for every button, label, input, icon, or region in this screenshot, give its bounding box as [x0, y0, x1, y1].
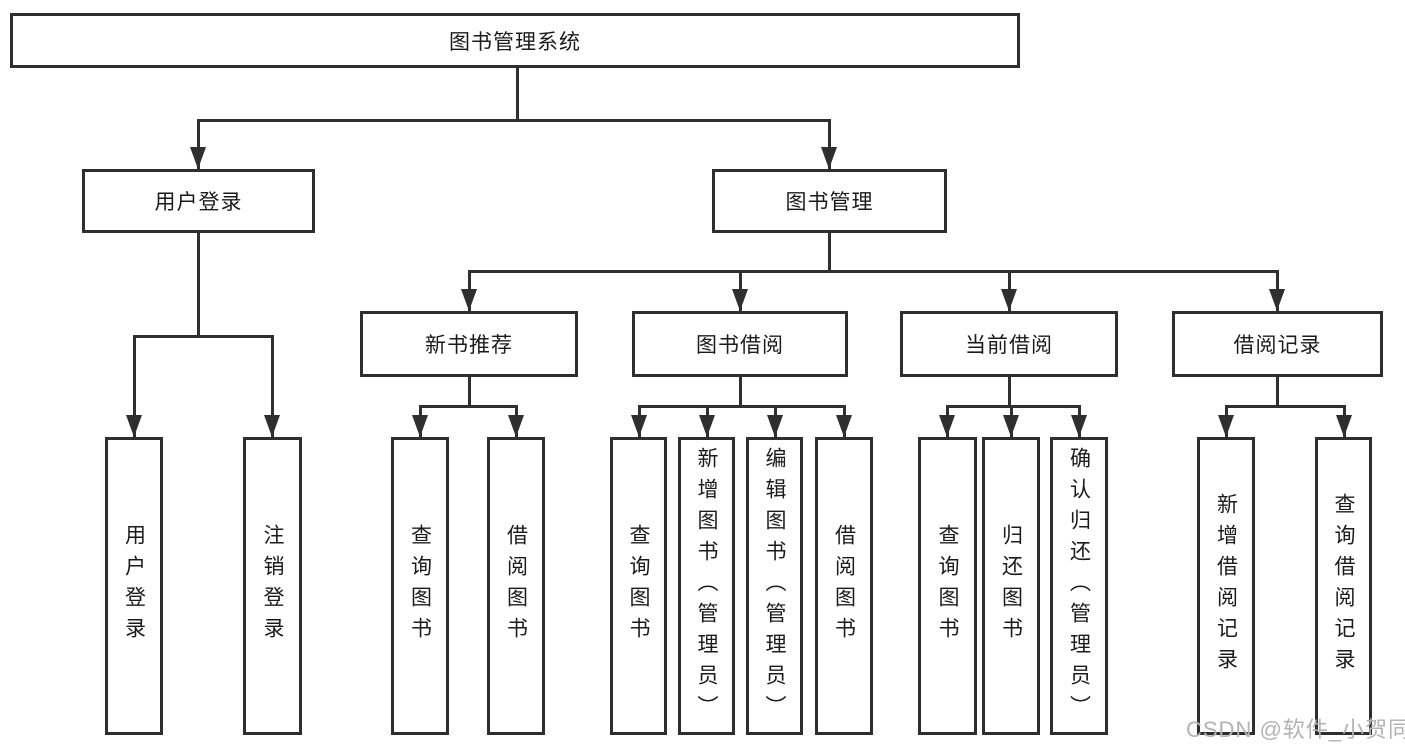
node-borrowing-records: 借阅记录 [1172, 311, 1383, 377]
connector-line [1276, 377, 1279, 407]
node-label: 新书推荐 [425, 334, 513, 357]
node-label: 借阅图书 [504, 524, 528, 648]
leaf-borrow-books: 借阅图书 [815, 437, 873, 735]
arrow-down-icon [767, 415, 783, 437]
node-label: 图书借阅 [696, 334, 784, 357]
arrow-down-icon [1001, 289, 1017, 311]
node-label: 当前借阅 [965, 334, 1053, 357]
arrow-down-icon [836, 415, 852, 437]
arrow-down-icon [1269, 289, 1285, 311]
arrow-down-icon [1071, 415, 1087, 437]
leaf-query-books-recommend: 查询图书 [391, 437, 449, 735]
connector-line [1225, 405, 1345, 408]
node-label: 确认归还（管理员） [1067, 446, 1091, 726]
connector-line [133, 335, 136, 437]
arrow-down-icon [821, 147, 837, 169]
node-book-management: 图书管理 [712, 169, 947, 233]
node-label: 新增借阅记录 [1214, 493, 1238, 679]
arrow-down-icon [631, 415, 647, 437]
node-label: 图书管理系统 [449, 30, 581, 54]
watermark-text: CSDN @软件_小贺同学 [1186, 717, 1405, 742]
connector-line [1008, 377, 1011, 407]
arrow-down-icon [461, 289, 477, 311]
connector-line [197, 233, 200, 337]
connector-line [828, 119, 831, 169]
arrow-down-icon [699, 415, 715, 437]
connector-line [828, 233, 831, 272]
leaf-borrow-books-recommend: 借阅图书 [487, 437, 545, 735]
arrow-down-icon [412, 415, 428, 437]
arrow-down-icon [1336, 415, 1352, 437]
node-label: 图书管理 [785, 191, 874, 214]
node-book-borrowing: 图书借阅 [632, 311, 848, 377]
leaf-user-login: 用户登录 [105, 437, 163, 735]
leaf-edit-books-admin: 编辑图书（管理员） [746, 437, 803, 735]
leaf-return-books: 归还图书 [982, 437, 1040, 735]
leaf-add-borrow-record: 新增借阅记录 [1197, 437, 1255, 735]
node-label: 归还图书 [999, 524, 1023, 648]
node-library-system: 图书管理系统 [10, 13, 1020, 68]
connector-line [197, 119, 200, 169]
arrow-down-icon [126, 415, 142, 437]
arrow-down-icon [939, 415, 955, 437]
arrow-down-icon [508, 415, 524, 437]
leaf-add-books-admin: 新增图书（管理员） [678, 437, 735, 735]
connector-line [468, 270, 1279, 273]
connector-line [133, 335, 274, 338]
node-label: 编辑图书（管理员） [763, 446, 786, 726]
node-label: 查询图书 [936, 524, 959, 648]
connector-line [739, 377, 742, 407]
node-label: 查询借阅记录 [1332, 493, 1355, 679]
node-label: 借阅记录 [1233, 334, 1322, 357]
arrow-down-icon [1218, 415, 1234, 437]
connector-line [271, 335, 274, 437]
node-label: 用户登录 [154, 191, 243, 214]
node-user-login: 用户登录 [82, 169, 315, 233]
node-current-borrowing: 当前借阅 [900, 311, 1118, 377]
leaf-confirm-return-admin: 确认归还（管理员） [1050, 437, 1108, 735]
connector-line [946, 405, 1081, 408]
node-label: 借阅图书 [832, 524, 856, 648]
arrow-down-icon [190, 147, 206, 169]
node-label: 新增图书（管理员） [695, 446, 718, 726]
connector-line [197, 119, 831, 122]
node-label: 查询图书 [627, 524, 650, 648]
node-label: 注销登录 [261, 524, 284, 648]
node-new-book-recommend: 新书推荐 [360, 311, 578, 377]
leaf-logout: 注销登录 [243, 437, 302, 735]
connector-line [516, 68, 519, 121]
connector-line [419, 405, 518, 408]
arrow-down-icon [1003, 415, 1019, 437]
connector-line [468, 377, 471, 407]
node-label: 用户登录 [122, 524, 146, 648]
connector-line [638, 405, 846, 408]
leaf-query-books-borrowing: 查询图书 [610, 437, 667, 735]
node-label: 查询图书 [408, 524, 432, 648]
leaf-query-borrow-record: 查询借阅记录 [1315, 437, 1372, 735]
arrow-down-icon [732, 289, 748, 311]
arrow-down-icon [264, 415, 280, 437]
leaf-query-books-current: 查询图书 [918, 437, 977, 735]
